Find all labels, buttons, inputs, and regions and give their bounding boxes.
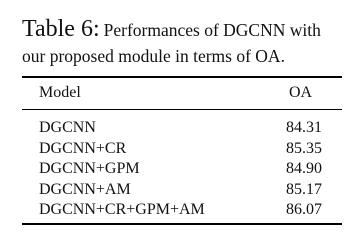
row-model: DGCNN+CR+GPM+AM bbox=[39, 201, 205, 218]
table-bottom-rule bbox=[22, 223, 342, 225]
caption-text-line-1: Performances of DGCNN with bbox=[103, 20, 321, 40]
table-header: Model OA bbox=[0, 84, 364, 104]
table-row: DGCNN 84.31 bbox=[0, 118, 364, 139]
table-top-rule bbox=[22, 76, 342, 78]
table-row: DGCNN+CR+GPM+AM 86.07 bbox=[0, 200, 364, 221]
table-label: Table 6: bbox=[22, 16, 100, 42]
header-model: Model bbox=[39, 84, 81, 101]
table-header-rule bbox=[22, 109, 342, 110]
table-body: DGCNN 84.31 DGCNN+CR 85.35 DGCNN+GPM 84.… bbox=[0, 118, 364, 221]
row-model: DGCNN bbox=[39, 119, 96, 136]
table-row: DGCNN+AM 85.17 bbox=[0, 180, 364, 201]
row-oa: 84.31 bbox=[286, 119, 322, 136]
row-model: DGCNN+CR bbox=[39, 139, 127, 157]
header-oa: OA bbox=[289, 84, 313, 101]
row-oa: 85.17 bbox=[286, 180, 322, 198]
table-caption: Table 6: Performances of DGCNN with our … bbox=[22, 17, 352, 69]
row-oa: 86.07 bbox=[286, 201, 322, 218]
table-row: DGCNN+GPM 84.90 bbox=[0, 159, 364, 180]
table-row: DGCNN+CR 85.35 bbox=[0, 139, 364, 160]
row-oa: 84.90 bbox=[286, 160, 322, 177]
row-oa: 85.35 bbox=[286, 139, 322, 157]
row-model: DGCNN+GPM bbox=[39, 160, 140, 177]
caption-text-line-2: our proposed module in terms of OA. bbox=[22, 46, 285, 66]
row-model: DGCNN+AM bbox=[39, 180, 131, 198]
